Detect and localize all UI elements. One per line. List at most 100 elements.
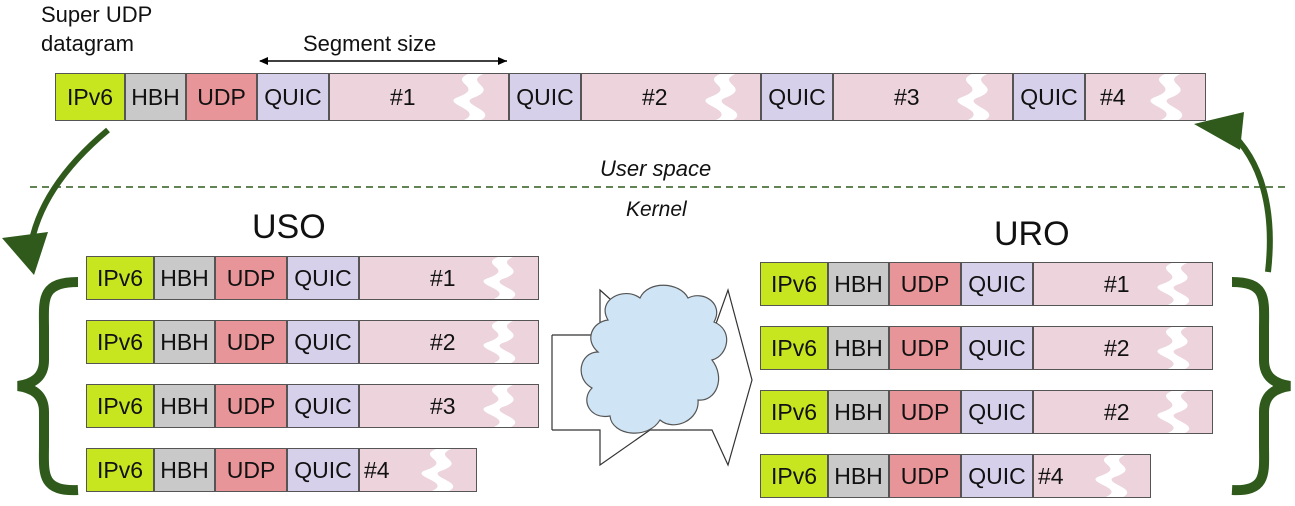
hbh-header-cell: HBH [828,390,889,434]
udp-header-cell: UDP [889,454,961,498]
quic-header-cell: QUIC [509,73,581,121]
quic-label: QUIC [968,462,1026,489]
reassembly-arrow [1226,127,1273,273]
quic-label: QUIC [294,264,352,291]
udp-label: UDP [900,270,950,297]
ipv6-header-cell: IPv6 [55,73,125,121]
payload-label: #2 [1104,334,1130,361]
quic-label: QUIC [968,334,1026,361]
payload-segment-cell: #2 [581,73,761,121]
hbh-label: HBH [834,270,883,297]
quic-label: QUIC [264,83,322,110]
segmentation-arrow-head [2,232,48,275]
hbh-header-cell: HBH [125,73,186,121]
payload-label: #4 [1100,83,1126,110]
hbh-header-cell: HBH [828,262,889,306]
quic-label: QUIC [516,83,574,110]
hbh-label: HBH [160,456,209,483]
hbh-header-cell: HBH [154,448,215,492]
quic-header-cell: QUIC [257,73,329,121]
udp-label: UDP [900,462,950,489]
diagram-title-line1: Super UDP [41,2,153,27]
udp-header-cell: UDP [215,448,287,492]
ipv6-label: IPv6 [770,462,818,489]
payload-label: #3 [894,83,920,110]
payload-segment-cell: #3 [833,73,1013,121]
segment-break-icon [483,321,516,363]
udp-header-cell: UDP [889,262,961,306]
payload-segment-cell: #4 [1033,454,1151,498]
kernel-label: Kernel [626,198,687,221]
ipv6-header-cell: IPv6 [86,384,154,428]
hbh-label: HBH [834,398,883,425]
udp-header-cell: UDP [215,320,287,364]
ipv6-header-cell: IPv6 [760,326,828,370]
udp-label: UDP [226,264,276,291]
quic-header-cell: QUIC [287,256,359,300]
uso-label: USO [252,208,326,246]
ipv6-header-cell: IPv6 [86,320,154,364]
quic-label: QUIC [968,398,1026,425]
hbh-label: HBH [834,462,883,489]
quic-header-cell: QUIC [1013,73,1085,121]
payload-segment-cell: #4 [359,448,477,492]
diagram-title-line2: datagram [41,31,134,56]
segment-break-icon [453,74,486,120]
ipv6-header-cell: IPv6 [760,262,828,306]
segment-break-icon [483,385,516,427]
ipv6-header-cell: IPv6 [760,390,828,434]
uso-left-brace [17,277,79,496]
quic-header-cell: QUIC [961,454,1033,498]
reassembly-arrow-head [1194,112,1244,150]
uro-label: URO [994,215,1070,253]
udp-label: UDP [900,398,950,425]
ipv6-label: IPv6 [770,270,818,297]
segment-break-icon [1150,74,1183,120]
udp-header-cell: UDP [889,390,961,434]
user-space-label: User space [600,156,712,181]
payload-segment-cell: #3 [359,384,539,428]
segmentation-arrow [27,127,110,251]
quic-label: QUIC [294,456,352,483]
segment-break-icon [705,74,738,120]
udp-label: UDP [226,328,276,355]
ipv6-header-cell: IPv6 [86,256,154,300]
ipv6-header-cell: IPv6 [86,448,154,492]
segment-size-label: Segment size [303,31,437,56]
payload-label: #4 [364,456,390,483]
ipv6-label: IPv6 [770,334,818,361]
hbh-label: HBH [131,83,180,110]
payload-segment-cell: #2 [359,320,539,364]
hbh-header-cell: HBH [154,320,215,364]
hbh-label: HBH [834,334,883,361]
udp-label: UDP [197,83,246,110]
quic-header-cell: QUIC [961,326,1033,370]
payload-segment-cell: #1 [329,73,509,121]
udp-header-cell: UDP [889,326,961,370]
payload-label: #1 [1104,270,1130,297]
quic-header-cell: QUIC [961,390,1033,434]
ipv6-header-cell: IPv6 [760,454,828,498]
quic-header-cell: QUIC [287,448,359,492]
hbh-label: HBH [160,328,209,355]
payload-label: #2 [642,83,668,110]
payload-label: #1 [430,264,456,291]
quic-label: QUIC [294,392,352,419]
udp-label: UDP [226,392,276,419]
ipv6-label: IPv6 [96,264,144,291]
udp-label: UDP [900,334,950,361]
segment-break-icon [421,449,454,491]
udp-header-cell: UDP [215,256,287,300]
quic-label: QUIC [768,83,826,110]
hbh-label: HBH [160,264,209,291]
payload-label: #2 [1104,398,1130,425]
ipv6-label: IPv6 [96,456,144,483]
segment-break-icon [1157,391,1190,433]
payload-label: #2 [430,328,456,355]
quic-header-cell: QUIC [287,384,359,428]
network-cloud-icon [580,284,728,434]
quic-label: QUIC [968,270,1026,297]
udp-label: UDP [226,456,276,483]
